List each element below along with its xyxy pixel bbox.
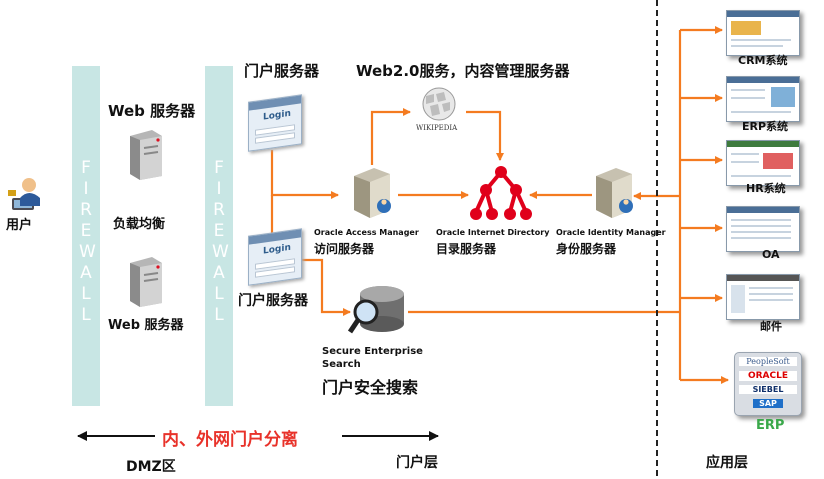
portal-bottom-login-screen: Login [248, 228, 302, 286]
portal-server-top-label: 门户服务器 [244, 62, 320, 80]
arrow-oam-to-wiki [370, 108, 411, 165]
app-label-mail: 邮件 [760, 320, 782, 333]
oam-en-label: Oracle Access Manager [314, 228, 419, 237]
app-label-hr: HR系统 [746, 182, 786, 195]
user-icon [8, 178, 40, 210]
erp-app-thumbnail [726, 76, 800, 122]
ses-en-label-2: Search [322, 359, 361, 370]
crm-app-thumbnail [726, 10, 800, 56]
split-label: 内、外网门户分离 [162, 430, 298, 450]
app-label-oa: OA [762, 248, 780, 261]
oid-cn-label: 目录服务器 [436, 242, 497, 256]
arrow-portal-to-ses [300, 258, 351, 316]
user-label: 用户 [6, 218, 33, 233]
oid-en-label: Oracle Internet Directory [436, 228, 550, 237]
firewall-right: FIREWALL [205, 66, 233, 406]
identity-manager-server-icon [596, 168, 633, 218]
oim-cn-label: 身份服务器 [556, 242, 617, 256]
arrow-wiki-to-oid [466, 110, 504, 161]
brand-peoplesoft: PeopleSoft [739, 357, 797, 366]
oim-en-label: Oracle Identity Manager [556, 228, 666, 237]
portal-layer-label: 门户层 [396, 455, 438, 471]
erp-brands-badge: PeopleSoft ORACLE SIEBEL SAP [734, 352, 802, 416]
app-layer-label: 应用层 [706, 455, 748, 471]
arrow-portal-to-oam [270, 150, 339, 199]
brand-oracle: ORACLE [739, 371, 797, 381]
login-title: Login [263, 108, 291, 123]
firewall-right-label: FIREWALL [212, 158, 229, 325]
login-title: Login [263, 242, 291, 257]
directory-tree-icon [470, 166, 532, 220]
hr-app-thumbnail [726, 140, 800, 186]
dmz-label: DMZ区 [126, 459, 176, 475]
wiki-wordmark: WIKIPEDIA [416, 124, 458, 132]
web-server-bottom-icon [130, 257, 162, 307]
ses-cn-label: 门户安全搜索 [322, 378, 419, 397]
app-label-erp-brands: ERP [756, 418, 785, 433]
load-balance-label: 负载均衡 [113, 217, 166, 232]
oa-app-thumbnail [726, 206, 800, 252]
web-server-top-label: Web 服务器 [108, 102, 196, 120]
portal-server-bottom-label: 门户服务器 [238, 293, 308, 309]
app-label-erp: ERP系统 [742, 120, 789, 133]
mail-app-thumbnail [726, 274, 800, 320]
firewall-left-label: FIREWALL [79, 158, 96, 325]
app-label-crm: CRM系统 [738, 54, 788, 67]
web20-label: Web2.0服务，内容管理服务器 [356, 62, 570, 80]
access-manager-server-icon [354, 168, 391, 218]
web-server-top-icon [130, 130, 162, 180]
firewall-left: FIREWALL [72, 66, 100, 406]
portal-top-login-screen: Login [248, 94, 302, 152]
secure-search-icon [348, 286, 404, 334]
wiki-globe-icon [422, 87, 456, 121]
brand-sap: SAP [753, 399, 783, 408]
web-server-bottom-label: Web 服务器 [108, 318, 184, 333]
brand-siebel: SIEBEL [739, 385, 797, 394]
ses-en-label-1: Secure Enterprise [322, 346, 423, 357]
oam-cn-label: 访问服务器 [314, 242, 375, 256]
